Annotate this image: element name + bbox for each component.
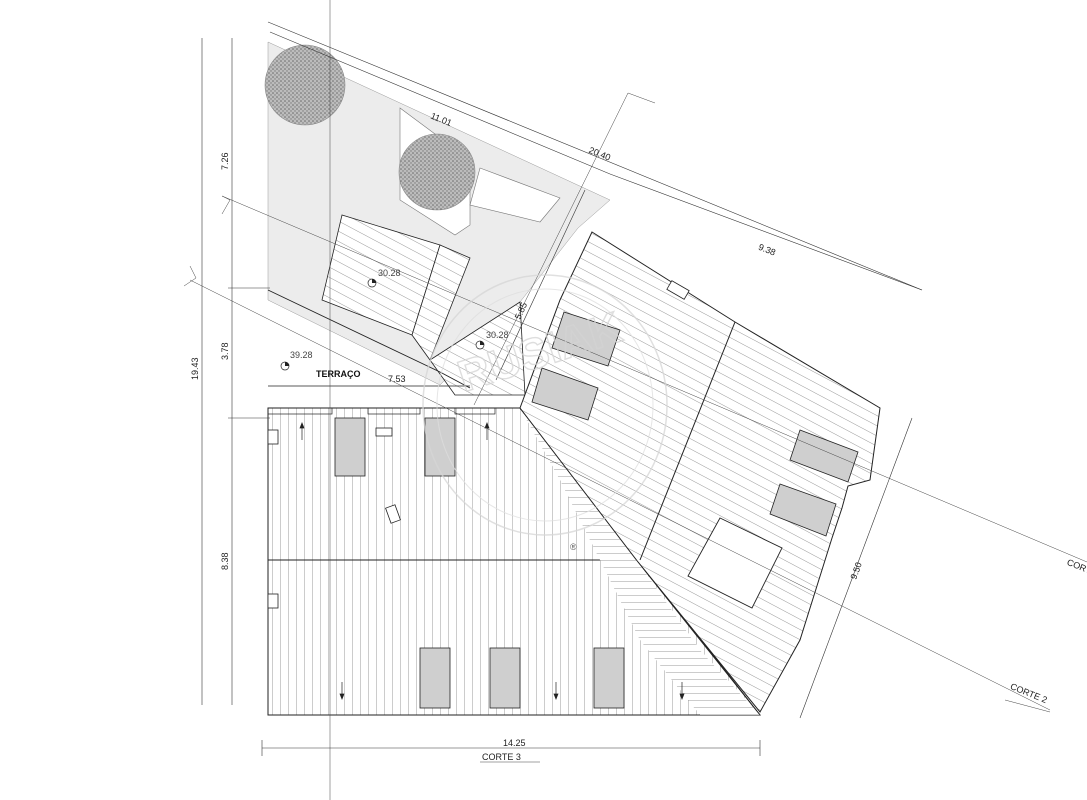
dim-7-53: 7.53 xyxy=(388,374,406,384)
tree-icon xyxy=(398,133,476,211)
vent-icon xyxy=(666,280,690,300)
dim-7-26: 7.26 xyxy=(220,152,230,170)
dim-9-38: 9.38 xyxy=(757,242,777,258)
watermark-mark: ® xyxy=(570,542,577,552)
vent-icon xyxy=(385,504,401,524)
dimension-lines xyxy=(201,21,923,756)
dim-8-38: 8.38 xyxy=(220,552,230,570)
vent-icon xyxy=(267,429,279,445)
section-lines xyxy=(183,0,1087,800)
tree-icon xyxy=(264,44,346,126)
dim-20-40: 20.40 xyxy=(587,145,612,163)
section-3-label: CORTE 3 xyxy=(482,752,521,762)
vent-icon xyxy=(267,593,279,609)
garden-path-2 xyxy=(469,167,561,223)
skylight xyxy=(789,429,859,483)
terrace-label: TERRAÇO xyxy=(316,369,361,379)
dim-19-43: 19.43 xyxy=(190,357,200,380)
right-roof xyxy=(519,231,881,713)
skylight xyxy=(489,647,521,709)
skylight xyxy=(593,647,625,709)
slope-arrow-icon xyxy=(299,422,685,700)
dim-14-25: 14.25 xyxy=(503,738,526,748)
skylight xyxy=(419,647,451,709)
skylight xyxy=(551,311,621,367)
dim-9-50: 9.50 xyxy=(848,561,863,581)
vent-icon xyxy=(375,427,393,437)
section-edge-label: CORT xyxy=(1066,557,1087,576)
level-marker-icon xyxy=(280,278,485,371)
skylight xyxy=(531,367,599,421)
level-terrace: 39.28 xyxy=(290,350,313,360)
dim-3-78: 3.78 xyxy=(220,342,230,360)
level-deck: 30.28 xyxy=(378,268,401,278)
section-2-label: CORTE 2 xyxy=(1009,681,1049,705)
skylight xyxy=(769,483,837,537)
level-middle: 30.28 xyxy=(486,330,509,340)
skylight xyxy=(334,417,366,477)
